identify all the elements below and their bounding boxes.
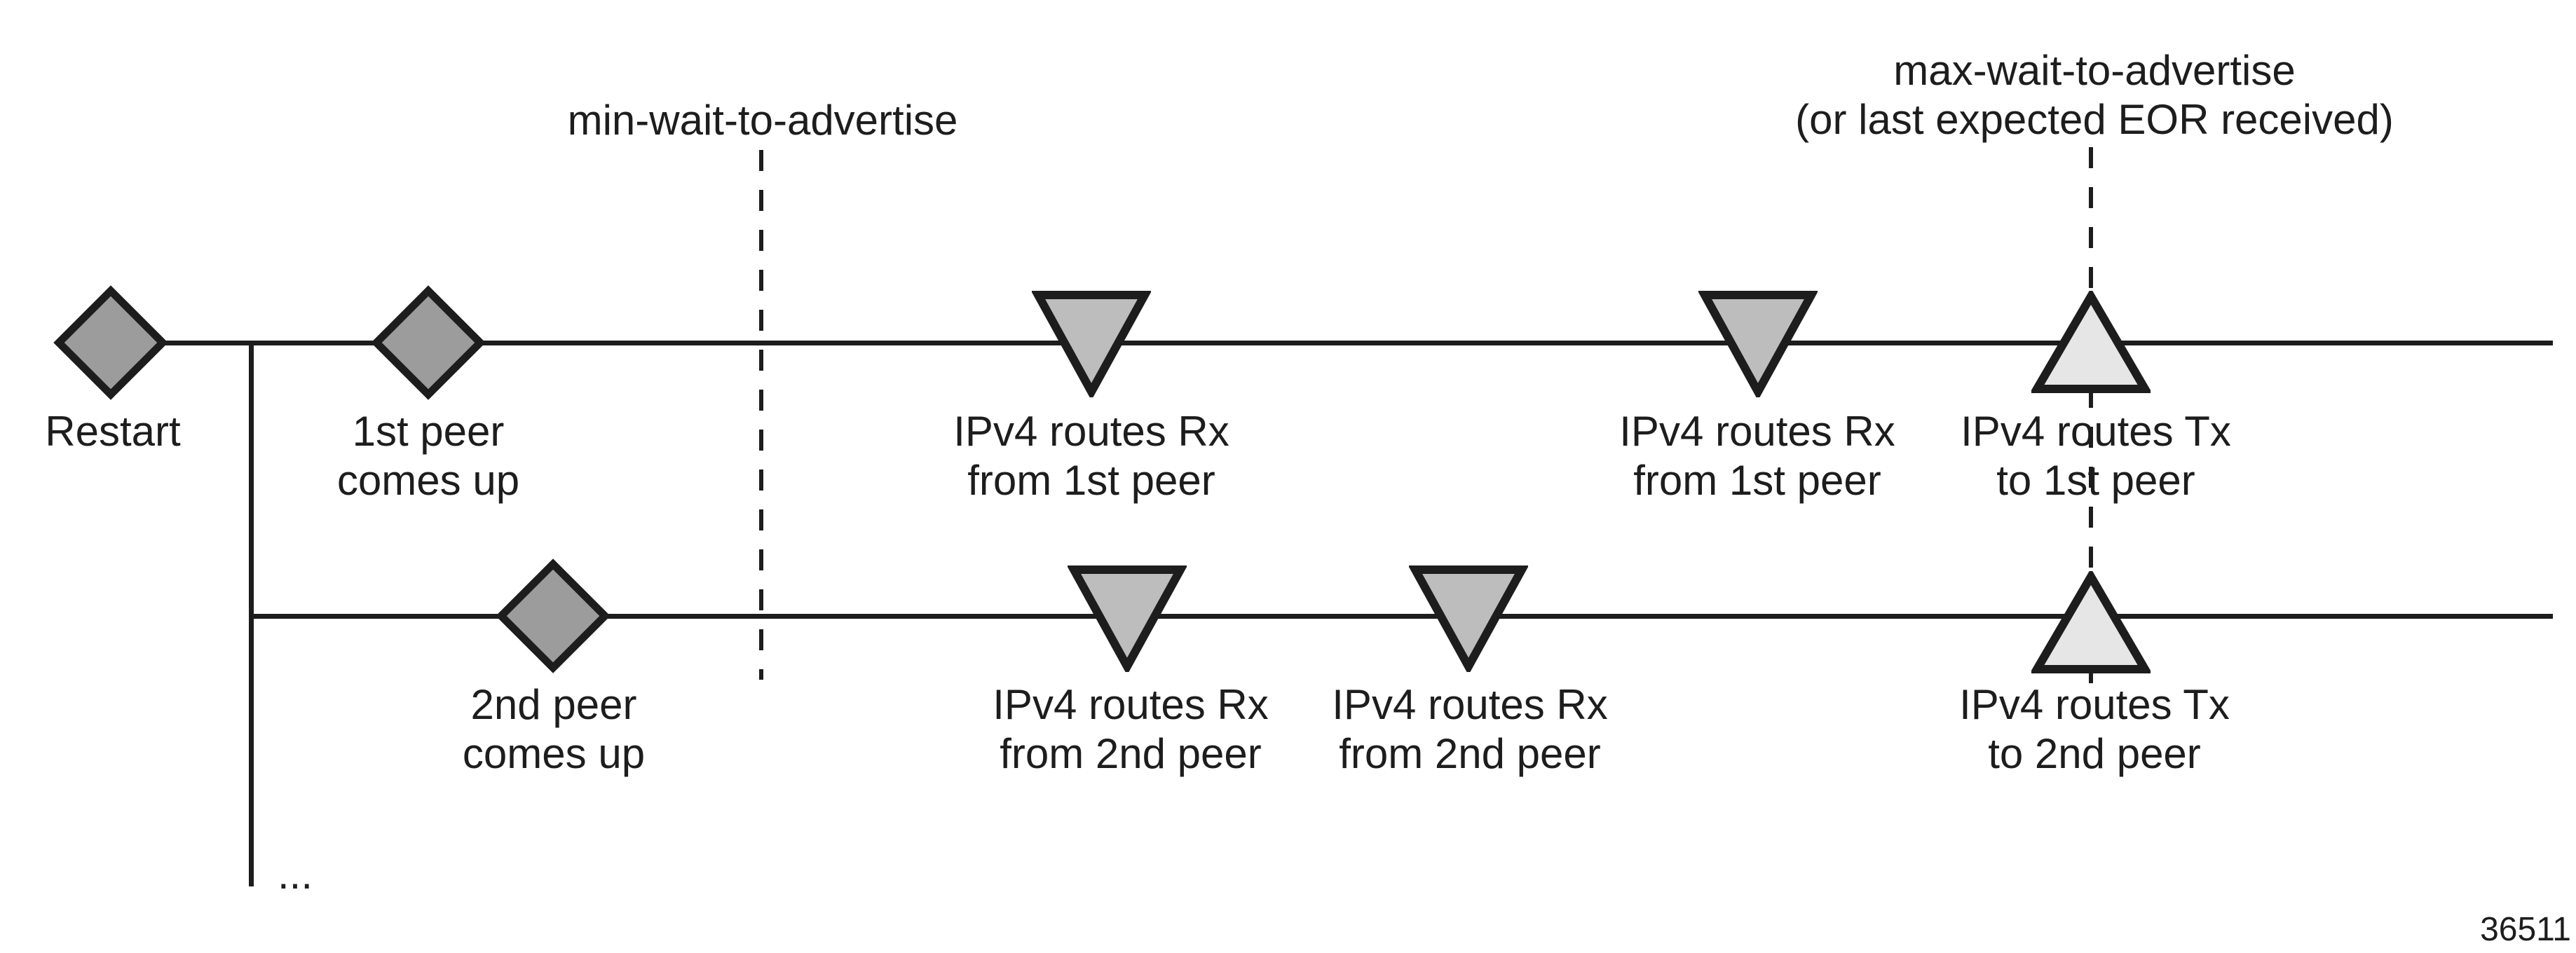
max-wait-dashed-line	[2089, 147, 2093, 683]
triangle-down-shape	[1032, 291, 1151, 397]
event-label-rx1-second: IPv4 routes Rx from 1st peer	[1619, 408, 1895, 504]
rx1-first-triangle-down-marker	[1032, 291, 1151, 397]
event-label-tx2: IPv4 routes Tx to 2nd peer	[1959, 681, 2230, 777]
tx1-triangle-up-marker	[2031, 291, 2151, 393]
triangle-up-shape	[2031, 571, 2151, 673]
event-label-restart: Restart	[45, 408, 181, 455]
figure-number: 36511	[2480, 911, 2571, 948]
triangle-down-shape	[1409, 565, 1528, 672]
event-label-rx1-first: IPv4 routes Rx from 1st peer	[953, 408, 1229, 504]
max-wait-label: max-wait-to-advertise (or last expected …	[1795, 46, 2394, 144]
triangle-up-shape	[2031, 291, 2151, 393]
diamond-shape	[496, 558, 611, 673]
event-label-peer2-up: 2nd peer comes up	[462, 681, 646, 777]
rx1-second-triangle-down-marker	[1698, 291, 1818, 397]
more-peers-ellipsis: ...	[278, 851, 313, 898]
tx2-triangle-up-marker	[2031, 571, 2151, 673]
timeline-1st-peer	[62, 341, 2553, 345]
min-wait-label: min-wait-to-advertise	[568, 96, 958, 145]
min-wait-label-text: min-wait-to-advertise	[567, 97, 958, 144]
diamond-shape	[371, 285, 486, 400]
triangle-down-shape	[1698, 291, 1818, 397]
peer1-up-diamond-marker	[371, 285, 486, 400]
timeline-2nd-peer	[249, 614, 2553, 619]
max-wait-label-line1: max-wait-to-advertise	[1893, 47, 2296, 94]
min-wait-dashed-line	[759, 150, 763, 680]
rx2-second-triangle-down-marker	[1409, 565, 1528, 672]
event-label-rx2-second: IPv4 routes Rx from 2nd peer	[1332, 681, 1608, 777]
event-label-tx1: IPv4 routes Tx to 1st peer	[1961, 408, 2231, 504]
restart-diamond-marker	[53, 285, 168, 400]
event-label-rx2-first: IPv4 routes Rx from 2nd peer	[993, 681, 1269, 777]
rx2-first-triangle-down-marker	[1068, 565, 1187, 672]
event-label-peer1-up: 1st peer comes up	[336, 408, 520, 504]
triangle-down-shape	[1068, 565, 1187, 672]
max-wait-label-line2: (or last expected EOR received)	[1795, 96, 2394, 143]
peer2-up-diamond-marker	[496, 558, 611, 673]
diamond-shape	[53, 285, 168, 400]
timeline-branch-line	[249, 341, 254, 886]
